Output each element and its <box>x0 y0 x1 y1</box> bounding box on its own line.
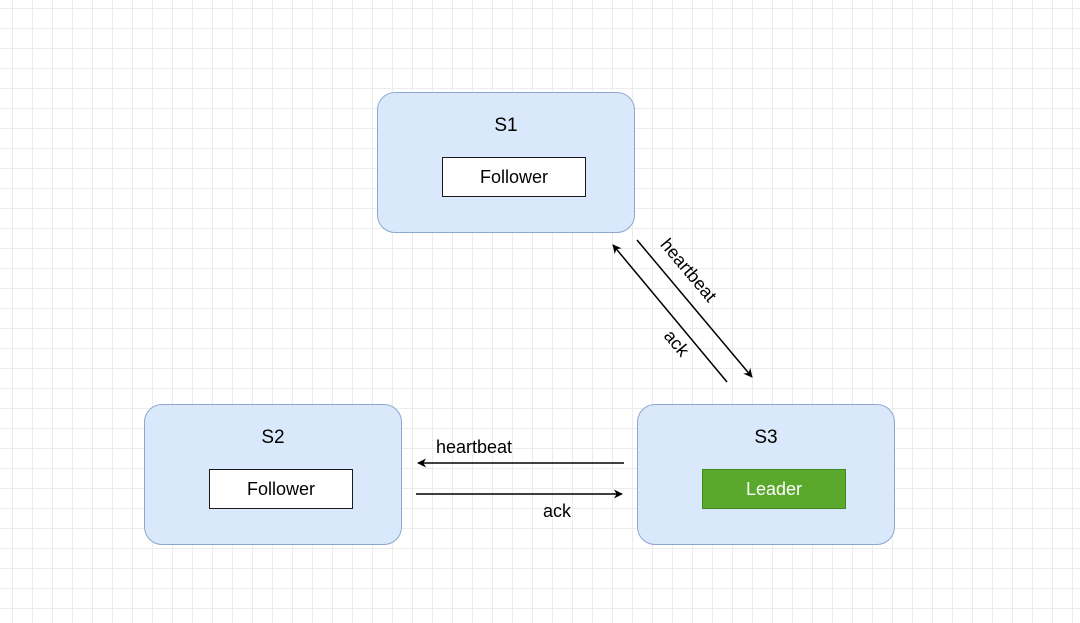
node-s1-role: Follower <box>442 157 586 197</box>
edge-ack-s3-s1 <box>612 244 728 383</box>
edge-label-heartbeat-s1-s3: heartbeat <box>656 235 720 306</box>
node-s2-label: S2 <box>261 427 285 448</box>
node-s2: S2 Follower <box>144 404 402 545</box>
node-s1-label: S1 <box>494 115 518 136</box>
node-s3-label: S3 <box>754 427 778 448</box>
node-s3-role: Leader <box>702 469 846 509</box>
node-s2-role: Follower <box>209 469 353 509</box>
edge-label-ack-s2-s3: ack <box>543 501 572 521</box>
node-s1: S1 Follower <box>377 92 635 233</box>
node-s3: S3 Leader <box>637 404 895 545</box>
edge-label-heartbeat-s3-s2: heartbeat <box>436 437 512 457</box>
edge-label-ack-s3-s1: ack <box>660 326 694 361</box>
edge-heartbeat-s1-s3 <box>636 239 753 378</box>
